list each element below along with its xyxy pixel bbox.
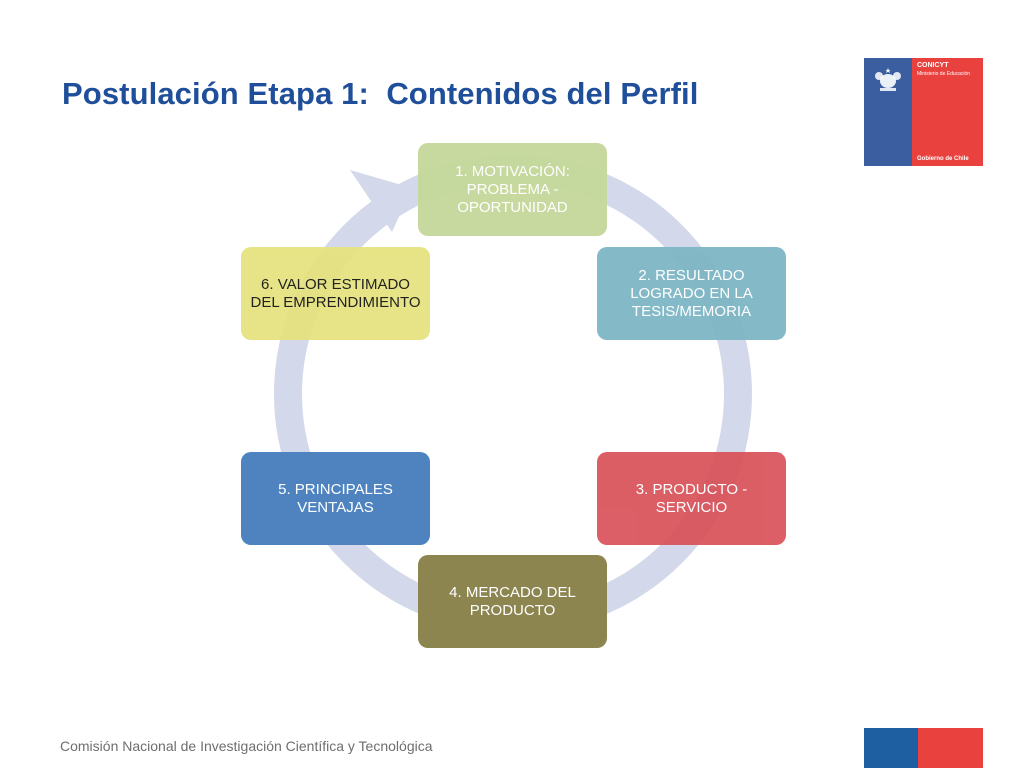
- cycle-node-6-label: 6. VALOR ESTIMADO DEL EMPRENDIMIENTO: [250, 275, 421, 311]
- logo-name: CONICYT: [917, 62, 949, 69]
- cycle-arrow-icon: [350, 170, 412, 232]
- cycle-node-6: 6. VALOR ESTIMADO DEL EMPRENDIMIENTO: [241, 247, 430, 340]
- cycle-node-4-label: 4. MERCADO DEL PRODUCTO: [449, 583, 576, 619]
- slide-title: Postulación Etapa 1: Contenidos del Perf…: [62, 76, 699, 111]
- logo-subtitle: Ministerio de Educación: [917, 71, 971, 77]
- cycle-node-5: 5. PRINCIPALES VENTAJAS: [241, 452, 430, 545]
- cycle-node-1-label: 1. MOTIVACIÓN: PROBLEMA - OPORTUNIDAD: [455, 162, 570, 216]
- cycle-node-5-label: 5. PRINCIPALES VENTAJAS: [278, 480, 393, 516]
- logo-red-panel: CONICYT Ministerio de Educación Gobierno…: [912, 58, 983, 166]
- conicyt-logo: CONICYT Ministerio de Educación Gobierno…: [864, 58, 983, 166]
- cycle-node-3: 3. PRODUCTO - SERVICIO: [597, 452, 786, 545]
- footer-text: Comisión Nacional de Investigación Cient…: [60, 738, 433, 754]
- chile-crest-icon: [875, 68, 901, 91]
- cycle-node-2: 2. RESULTADO LOGRADO EN LA TESIS/MEMORIA: [597, 247, 786, 340]
- cycle-node-3-label: 3. PRODUCTO - SERVICIO: [635, 480, 748, 516]
- footer-bar-red: [918, 728, 983, 768]
- logo-gobierno: Gobierno de Chile: [917, 156, 969, 162]
- logo-blue-panel: [864, 58, 912, 166]
- footer-color-bar: [864, 728, 983, 768]
- footer-bar-blue: [864, 728, 918, 768]
- cycle-node-1: 1. MOTIVACIÓN: PROBLEMA - OPORTUNIDAD: [418, 143, 607, 236]
- cycle-node-2-label: 2. RESULTADO LOGRADO EN LA TESIS/MEMORIA: [630, 266, 753, 320]
- cycle-node-4: 4. MERCADO DEL PRODUCTO: [418, 555, 607, 648]
